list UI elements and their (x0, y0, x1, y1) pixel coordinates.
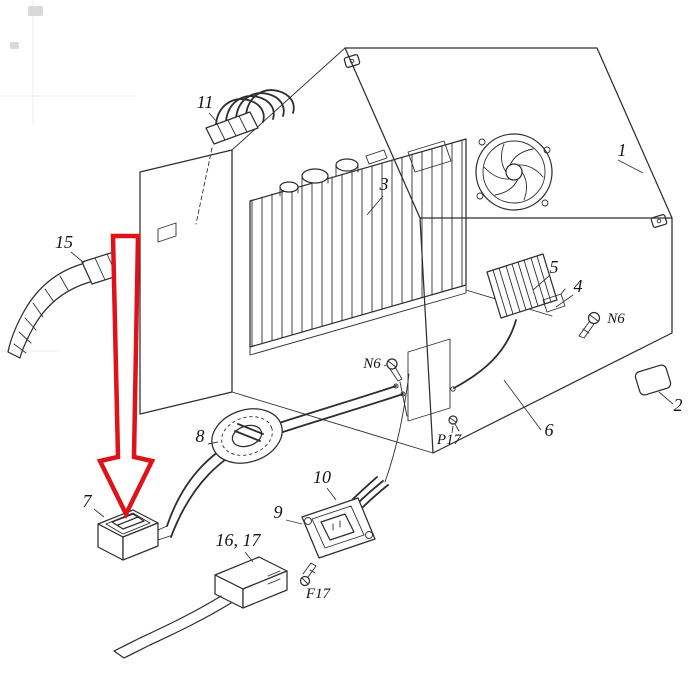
red-pointer-arrow (96, 233, 156, 520)
capacitor-top (301, 168, 329, 184)
screw-shaft (301, 562, 317, 585)
cable-ribbing (13, 275, 69, 354)
screw-shaft (449, 417, 460, 432)
callout-7: 7 (83, 491, 93, 511)
pad-outline (634, 364, 672, 396)
mounting-bracket-part4 (542, 288, 566, 313)
screw-shaft (387, 360, 403, 382)
callout-16-17: 16, 17 (216, 530, 262, 550)
ferrite-toroid-part8 (211, 408, 283, 464)
screw-p17 (448, 415, 460, 432)
inlet-step (311, 505, 365, 549)
inlet-mount-hole (304, 517, 312, 525)
capacitor-side (279, 186, 299, 197)
switch-bezel (105, 512, 151, 535)
screw-n6-upper (578, 311, 601, 339)
switch-lead-wires (166, 383, 406, 538)
capacitor-side (335, 164, 359, 177)
chassis-rear-panel (344, 47, 673, 219)
component-blocks (365, 140, 452, 173)
wire-end (393, 383, 399, 389)
scan-smudge (10, 42, 19, 49)
capacitor-side (301, 175, 329, 189)
wire-part6 (450, 319, 517, 392)
fan-hub (505, 163, 523, 181)
callout-8: 8 (196, 426, 205, 446)
plug-socket-recess (267, 570, 281, 585)
chassis-floor-edges (419, 217, 673, 454)
chassis-part1 (139, 47, 673, 454)
switch-terminals (157, 525, 171, 541)
switch-right-face (122, 522, 159, 561)
capacitor-top (279, 181, 299, 193)
transformer-windings (492, 255, 552, 317)
scan-smudge (28, 6, 43, 16)
screw-n6-lower (386, 358, 408, 417)
pcb-heatsink-part3 (249, 138, 553, 356)
capacitor-top (335, 158, 359, 172)
bracket-slot (157, 222, 177, 243)
clip-body (343, 54, 361, 68)
screw-f17 (299, 562, 317, 587)
chassis-front-bracket (139, 149, 233, 415)
callout-11: 11 (197, 92, 214, 112)
screw-shaft (578, 314, 599, 339)
callout-3: 3 (379, 174, 389, 194)
corner-clip (650, 214, 668, 228)
switch-wire-2 (170, 393, 404, 538)
background-artifacts (0, 0, 135, 352)
callout-f17: F17 (305, 586, 332, 602)
transformer-lead-wire (453, 319, 517, 389)
ac-inlet-part9-10 (301, 373, 410, 559)
plug-cord (113, 595, 232, 659)
inlet-socket-recess (320, 513, 355, 541)
cable-sheath (7, 263, 91, 359)
clip-hole (656, 218, 662, 224)
callout-2: 2 (674, 395, 683, 415)
callout-6: 6 (545, 420, 554, 440)
inlet-wire-route (384, 373, 410, 483)
callout-n6-upper: N6 (606, 311, 625, 327)
callout-n6-lower: N6 (362, 356, 381, 372)
clip-body (650, 214, 668, 228)
screw-guide-line (399, 381, 408, 417)
foot-pad-part2 (634, 364, 672, 396)
wires-through-toroid (234, 423, 264, 442)
fan-blades (483, 143, 544, 201)
assembly-guide-line (195, 147, 213, 225)
connector-wires (215, 89, 295, 125)
fan-grille-inner (482, 140, 546, 204)
heatsink-fins (251, 139, 463, 347)
cooling-fan (475, 133, 553, 211)
chassis-left-edges (231, 47, 434, 454)
callout-5: 5 (550, 257, 559, 277)
inlet-pins (332, 520, 341, 531)
callout-10: 10 (313, 467, 331, 487)
clip-hole (349, 58, 355, 64)
callout-p17: P17 (436, 432, 463, 448)
callout-9: 9 (274, 502, 283, 522)
capacitors (279, 140, 452, 197)
wire-terminal (450, 386, 456, 392)
floor-opening (407, 338, 451, 422)
callout-1: 1 (618, 140, 627, 160)
inlet-flange (301, 497, 376, 559)
fan-mount-screws (476, 138, 551, 207)
callout-labels: 1 2 3 4 5 6 7 8 9 10 11 15 16, 17 N6 N6 … (55, 92, 683, 602)
power-switch-part7 (97, 509, 171, 561)
inlet-mount-hole (365, 531, 373, 539)
faint-grid-lines (0, 0, 135, 352)
callout-leader-lines (70, 112, 674, 563)
callout-4: 4 (574, 276, 583, 296)
callout-15: 15 (55, 232, 73, 252)
connector-part11 (195, 89, 295, 225)
fan-grille-outer (475, 133, 553, 211)
toroid-winding (221, 416, 273, 456)
corner-clip (343, 54, 361, 68)
transformer-part5 (486, 253, 566, 319)
connector-pin-dividers (216, 115, 248, 141)
power-plug-part16-17 (113, 556, 288, 659)
